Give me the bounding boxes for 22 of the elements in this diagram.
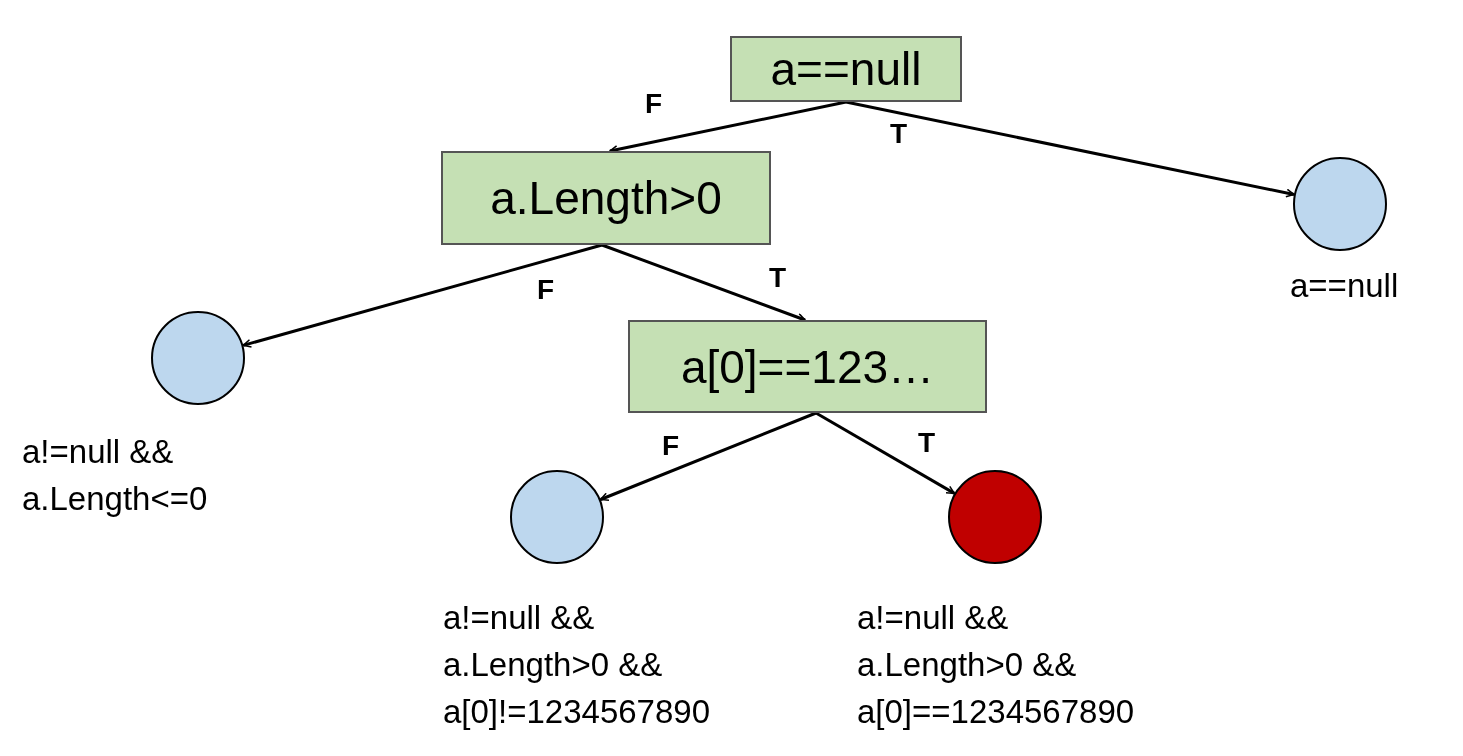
condition-box — [441, 151, 771, 245]
arrow — [845, 100, 1295, 198]
arrow — [242, 243, 603, 348]
edge-label: F — [645, 88, 663, 120]
condition-text: a.Length>0 — [490, 171, 722, 225]
edge-label: F — [662, 430, 680, 462]
condition-text: a[0]==123… — [680, 339, 935, 394]
path-condition-text: a!=null && a.Length>0 && a[0]==1234567890 — [857, 598, 1136, 732]
path-condition-text: a==null — [1290, 266, 1400, 306]
path-condition-text: a!=null && a.Length>0 && a[0]!=1234567890 — [443, 598, 711, 732]
path-condition-text: a!=null && a.Length<=0 — [22, 432, 209, 519]
arrow — [815, 411, 956, 495]
arrow — [599, 411, 817, 501]
condition-box — [628, 320, 987, 413]
condition-box — [730, 36, 962, 102]
arrow — [601, 243, 806, 322]
edge-label: T — [918, 427, 936, 459]
edge-label: T — [890, 118, 908, 150]
arrow — [609, 100, 847, 154]
condition-text: a==null — [770, 42, 922, 96]
edge-label: F — [537, 274, 555, 306]
edge-label: T — [769, 262, 787, 294]
